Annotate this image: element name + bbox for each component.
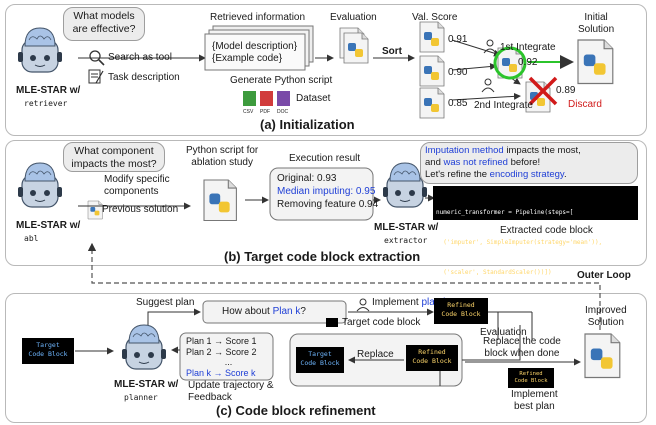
improved-solution-label: Improved Solution [585,305,627,328]
sort-label: Sort [382,46,402,57]
refined-code-block-bottom: Refined Code Block [508,368,554,388]
pdf-badge: PDF [260,109,270,115]
task-doc-icon [88,69,104,84]
discard-score: 0.89 [556,85,576,96]
person-icon [481,78,495,93]
initial-solution-label: Initial Solution [578,12,615,35]
list-item: Plan k → Score k [186,367,256,378]
extracted-code-block: numeric_transformer = Pipeline(steps=[ (… [433,186,638,276]
score-3: 0.85 [448,98,468,109]
result-removing: Removing feature 0.94 [277,199,379,210]
refined-code-block-inner: Refined Code Block [406,345,458,371]
previous-solution-label: Previous solution [102,204,179,215]
agent-abl-subscript: abl [24,234,39,243]
result-median: Median imputing: 0.95 [277,186,376,197]
target-code-block-inner: Target Code Block [296,347,344,373]
extractor-name: MLE-STAR w/ [374,222,439,233]
extractor-bubble: Imputation method impacts the most, and … [420,142,638,184]
replace-label: Replace [357,349,394,360]
plan-history-list: Plan 1 → Score 1 Plan 2 → Score 2 ... Pl… [186,336,271,378]
target-code-block-legend: Target code block [342,317,421,328]
code-line: ('scaler', StandardScaler())]) [436,269,552,276]
python-doc-icon [419,21,445,53]
how-about-plan-text: How about Plan k? [222,306,306,317]
first-integrate-label: 1st Integrate [500,42,556,53]
code-line: numeric_transformer = Pipeline(steps=[ [436,209,574,216]
discard-label: Discard [568,99,602,110]
person-icon [356,298,370,312]
red-x-icon [528,76,558,106]
extracted-code-label: Extracted code block [500,225,593,236]
agent-name: MLE-STAR w/ [16,85,81,96]
person-icon [483,39,497,54]
python-doc-icon [577,39,614,85]
python-doc-icon [419,55,445,87]
second-integrate-label: 2nd Integrate [474,100,533,111]
python-doc-icon [87,200,103,220]
agent-planner-subscript: planner [124,393,158,402]
python-doc-icon [419,87,445,119]
refined-code-block-top: Refined Code Block [434,298,488,324]
merged-score: 0.92 [518,57,538,68]
caption-refinement: (c) Code block refinement [216,403,376,418]
suggest-plan-label: Suggest plan [136,297,195,308]
caption-initialization: (a) Initialization [260,117,355,132]
evaluation-label-c: Evaluation [480,327,527,338]
extractor-subscript: extractor [384,236,428,245]
list-item: Plan 1 → Score 1 [186,336,257,346]
robot-head-icon [17,162,63,208]
result-original: Original: 0.93 [277,173,337,184]
dataset-label: Dataset [296,93,331,104]
green-circle-icon [493,46,527,80]
caption-extraction: (b) Target code block extraction [224,249,421,264]
generate-script-label: Generate Python script [230,75,333,86]
robot-head-icon [17,27,63,73]
doc-badge: DOC [277,109,289,115]
python-doc-icon [584,333,621,379]
implement-best-label: Implement best plan [511,389,558,412]
search-as-tool-label: Search as tool [108,52,172,63]
score-1: 0.91 [448,34,468,45]
robot-head-icon [121,324,167,370]
python-doc-icon [203,179,238,222]
agent-planner-name: MLE-STAR w/ [114,379,179,390]
list-item: Plan 2 → Score 2 [186,346,257,357]
retrieved-info-title: Retrieved information [210,12,306,23]
list-item: ... [224,357,233,367]
score-2: 0.90 [448,67,468,78]
ablation-question-bubble: What component impacts the most? [63,142,165,172]
model-description-text: {Model description} [212,41,298,52]
execution-result-title: Execution result [289,153,361,164]
evaluation-label: Evaluation [330,12,377,23]
outer-loop-label: Outer Loop [577,270,631,281]
ablation-script-title: Python script for ablation study [186,145,259,168]
example-code-text: {Example code} [212,53,283,64]
target-code-block: Target Code Block [22,338,74,364]
agent-question-bubble: What models are effective? [63,7,145,41]
replace-when-done-label: Replace the code block when done [483,336,561,359]
code-line: ('imputer', SimpleImputer(strategy='mean… [436,239,603,246]
csv-badge: CSV [243,109,254,115]
search-icon [89,50,105,66]
update-trajectory-label: Update trajectory & Feedback [188,380,274,403]
agent-subscript: retriever [24,99,68,108]
agent-abl-name: MLE-STAR w/ [16,220,81,231]
val-score-label: Val. Score [412,12,458,23]
modify-components-label: Modify specific components [104,174,170,197]
task-description-label: Task description [108,72,180,83]
